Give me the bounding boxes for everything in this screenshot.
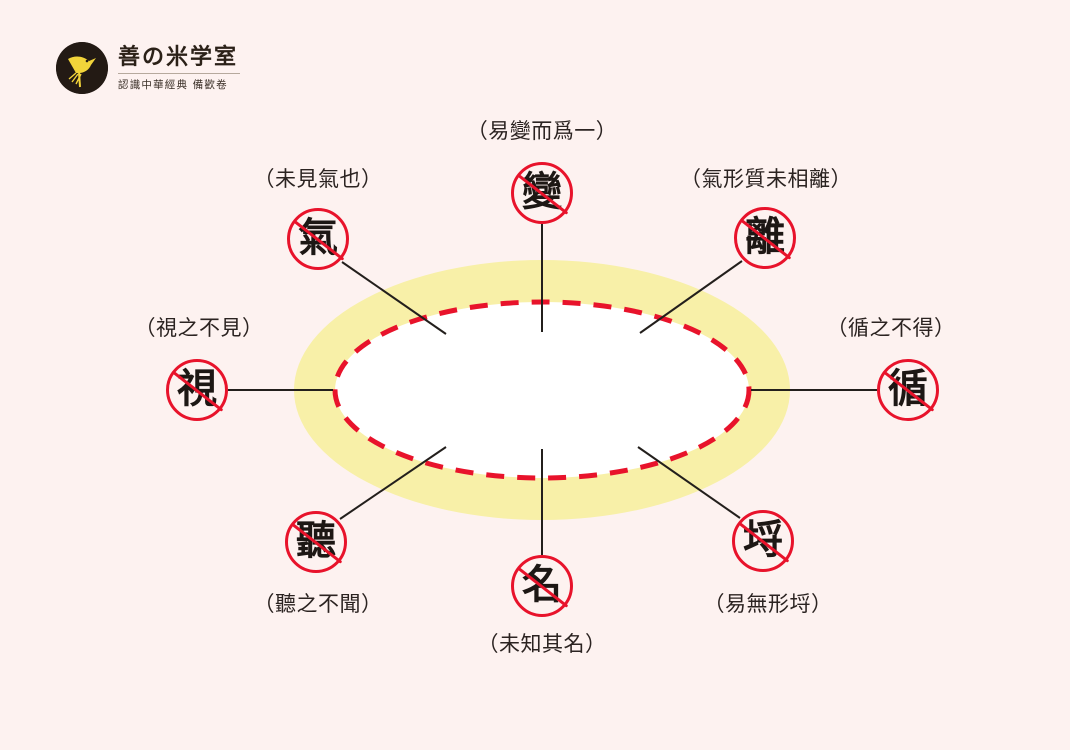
logo-subtitle: 認識中華經典 備歡卷 (118, 78, 228, 91)
logo-title: 善の米学室 (118, 44, 239, 71)
caption-qi: （未見氣也） (253, 167, 383, 191)
node-ting[interactable]: 聽 (285, 511, 347, 573)
node-qi[interactable]: 氣 (287, 208, 349, 270)
node-shi[interactable]: 視 (166, 359, 228, 421)
node-li[interactable]: 離 (734, 207, 796, 269)
caption-lie: （易無形埒） (703, 592, 833, 616)
caption-bian: （易變而爲一） (466, 119, 618, 143)
connector-li (639, 260, 743, 334)
bird-in-circle-icon (56, 42, 108, 94)
logo-text-block: 善の米学室 認識中華經典 備歡卷 (118, 44, 240, 92)
connector-lines (228, 224, 877, 555)
connector-qi (341, 261, 447, 335)
node-lie[interactable]: 埒 (732, 510, 794, 572)
connector-ting (339, 446, 447, 520)
node-ming[interactable]: 名 (511, 555, 573, 617)
caption-li: （氣形質未相離） (680, 167, 852, 191)
node-bian[interactable]: 變 (511, 162, 573, 224)
caption-shi: （視之不見） (134, 316, 264, 340)
caption-xun: （循之不得） (826, 316, 956, 340)
logo-divider (118, 72, 240, 74)
connector-lie (637, 446, 741, 519)
site-logo: 善の米学室 認識中華經典 備歡卷 (56, 42, 240, 94)
node-xun[interactable]: 循 (877, 359, 939, 421)
caption-ming: （未知其名） (477, 632, 607, 656)
caption-ting: （聽之不聞） (253, 592, 383, 616)
